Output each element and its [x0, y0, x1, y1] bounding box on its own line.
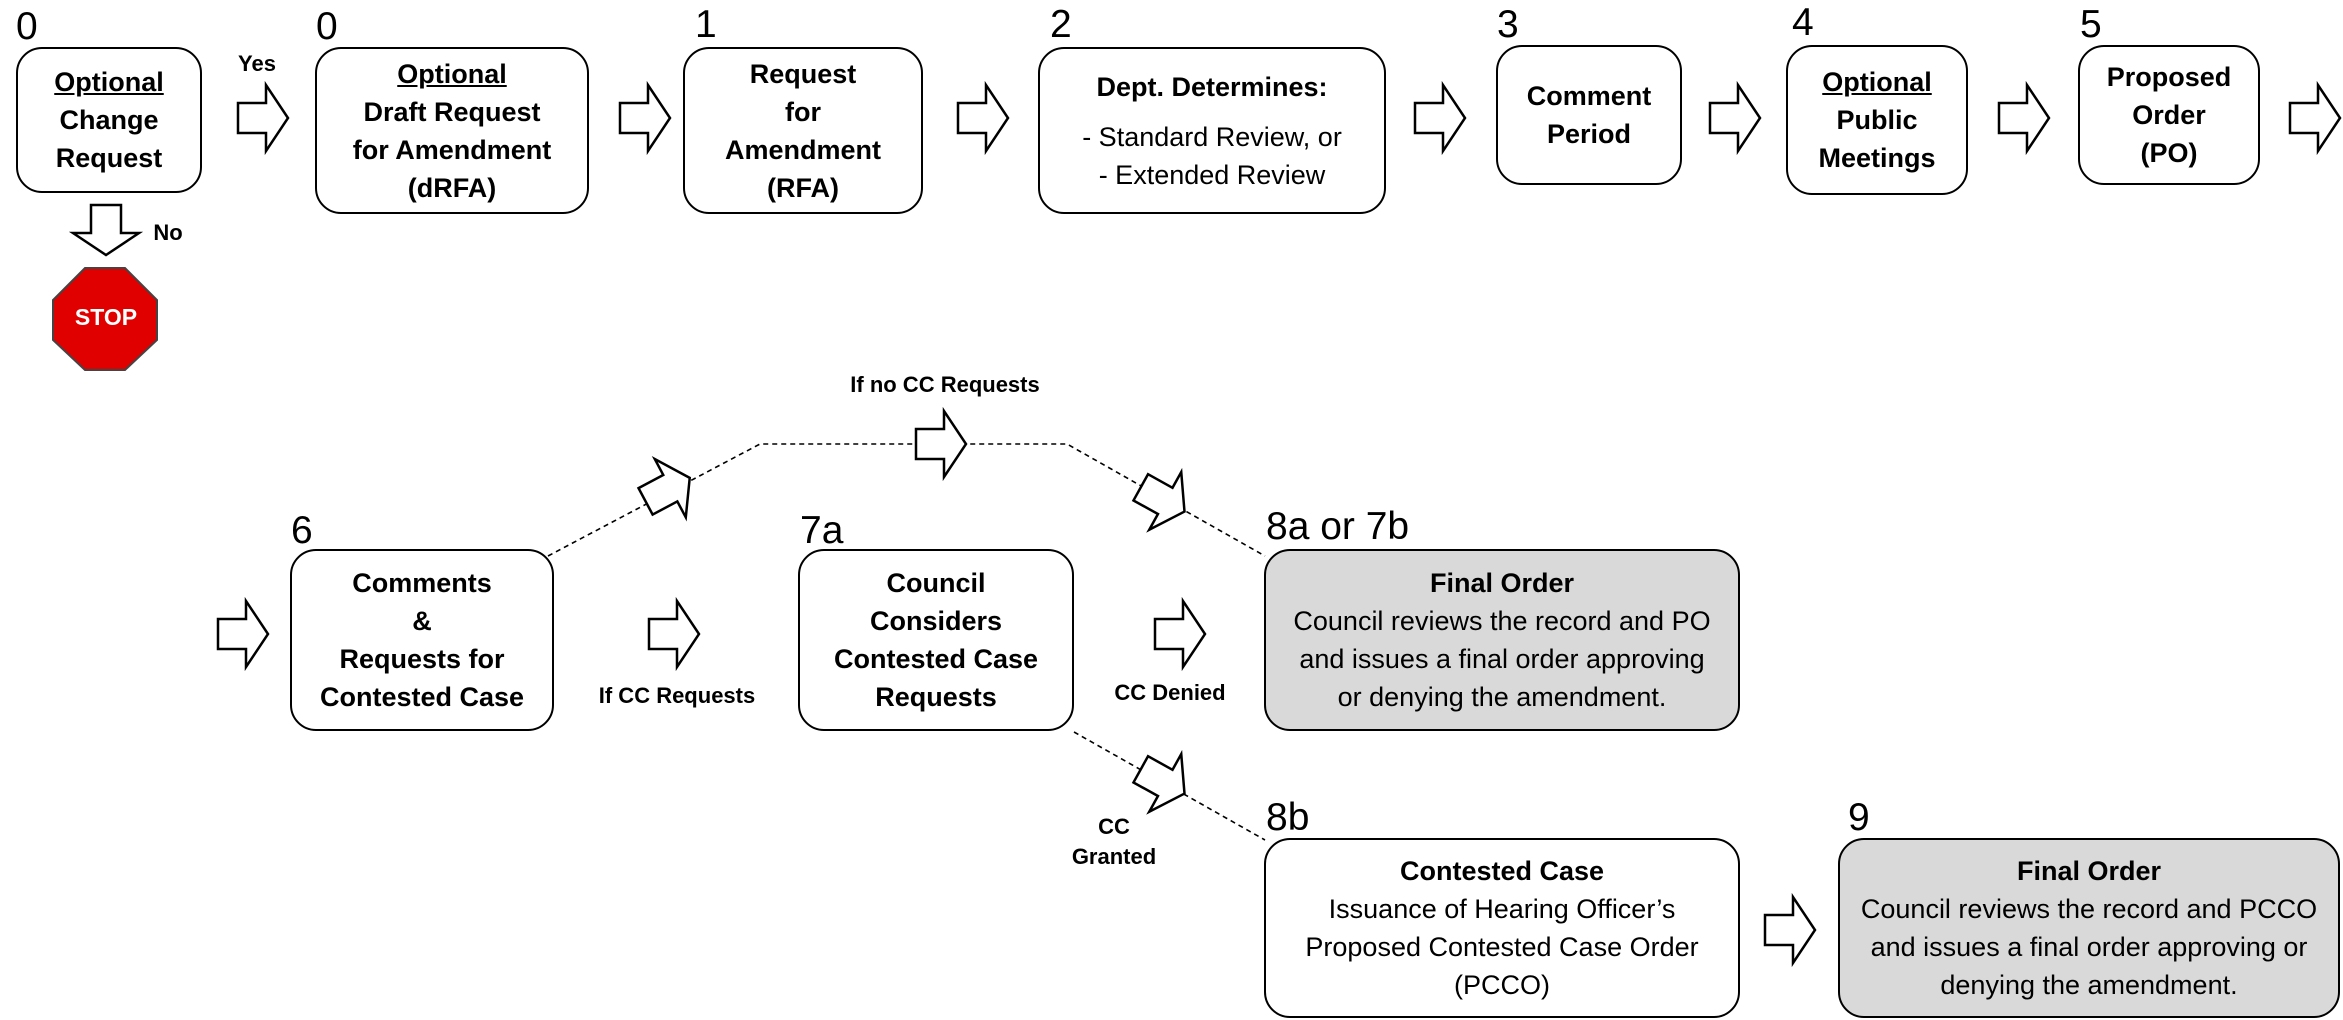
step-number: 3 — [1497, 3, 1519, 46]
step-line: & — [412, 606, 432, 636]
arrow-diagonal-down-icon — [1123, 739, 1202, 824]
arrow-right-icon — [956, 83, 1010, 153]
step-number: 8b — [1266, 796, 1310, 839]
arrow-diagonal-down-icon — [1123, 457, 1202, 542]
step-title: Dept. Determines: — [1096, 71, 1328, 102]
step-line: for Amendment — [352, 134, 552, 165]
step-line: (dRFA) — [407, 172, 497, 203]
step-line: Proposed — [2106, 62, 2232, 92]
step-box-comment-period: Comment Period — [1496, 45, 1682, 185]
step-line: Council — [886, 568, 986, 598]
step-line: Considers — [869, 606, 1003, 636]
cc-granted-label: CC Granted — [1060, 812, 1168, 872]
step-line: Optional — [397, 58, 507, 89]
step-line: Requests for — [339, 644, 505, 674]
step-line: or denying the amendment. — [1337, 682, 1667, 712]
step-line: Public — [1836, 105, 1918, 135]
arrow-down-icon — [71, 203, 141, 257]
step-title: Final Order — [2016, 856, 2162, 886]
step-number: 9 — [1848, 796, 1870, 839]
step-line: Requests — [875, 682, 997, 712]
review-option: - Standard Review, or — [1082, 121, 1342, 152]
step-line: Change — [59, 105, 159, 135]
step-line: Period — [1546, 119, 1632, 149]
step-box-contested-case: Contested Case Issuance of Hearing Offic… — [1264, 838, 1740, 1018]
step-line: Issuance of Hearing Officer’s — [1328, 894, 1676, 924]
arrow-right-icon — [2288, 83, 2342, 153]
step-box-draft-rfa: Optional Draft Request for Amendment (dR… — [315, 47, 589, 214]
cc-denied-label: CC Denied — [1114, 680, 1226, 705]
review-option: - Extended Review — [1098, 159, 1326, 190]
step-number: 6 — [291, 509, 313, 552]
step-line: Council reviews the record and PO — [1293, 606, 1711, 636]
step-line: Optional — [1822, 67, 1932, 97]
step-line: Amendment — [724, 134, 881, 165]
stop-label: STOP — [74, 304, 138, 330]
step-line: Council reviews the record and PCCO — [1860, 894, 2318, 924]
step-box-dept-determines: Dept. Determines: - Standard Review, or … — [1038, 47, 1386, 214]
arrow-right-icon — [1997, 83, 2051, 153]
cc-granted-line: Granted — [1071, 844, 1157, 869]
step-line: Meetings — [1818, 143, 1936, 173]
step-line: Comments — [352, 568, 492, 598]
step-line: Comment — [1526, 81, 1652, 111]
step-line: (PCCO) — [1454, 970, 1550, 1000]
step-number: 0 — [16, 5, 38, 48]
if-no-cc-requests-label: If no CC Requests — [850, 372, 1040, 397]
arrow-right-icon — [618, 83, 672, 153]
step-number: 1 — [695, 3, 717, 46]
cc-granted-line: CC — [1098, 814, 1130, 839]
step-line: Request — [749, 58, 857, 89]
step-number: 8a or 7b — [1266, 505, 1410, 548]
step-line: Order — [2132, 100, 2206, 130]
step-box-final-order: Final Order Council reviews the record a… — [1264, 549, 1740, 731]
step-number: 4 — [1792, 1, 1814, 44]
step-number: 7a — [800, 509, 844, 552]
no-label: No — [153, 220, 183, 245]
step-line: (PO) — [2140, 138, 2198, 168]
step-box-proposed-order: Proposed Order (PO) — [2078, 45, 2260, 185]
step-line: Proposed Contested Case Order — [1305, 932, 1699, 962]
arrow-right-icon — [1763, 895, 1817, 965]
step-number: 0 — [316, 5, 338, 48]
arrow-right-icon — [1153, 599, 1207, 669]
step-box-change-request: Optional Change Request — [16, 47, 202, 193]
step-line: denying the amendment. — [1940, 970, 2238, 1000]
step-line: and issues a final order approving — [1299, 644, 1705, 674]
arrow-right-icon — [1708, 83, 1762, 153]
step-line: Contested Case — [319, 682, 525, 712]
step-number: 2 — [1050, 3, 1072, 46]
step-line: and issues a final order approving or — [1870, 932, 2308, 962]
if-cc-requests-label: If CC Requests — [598, 683, 756, 708]
arrow-right-icon — [914, 409, 968, 479]
arrow-right-icon — [1413, 83, 1467, 153]
step-line: Request — [55, 143, 163, 173]
step-line: Contested Case — [833, 644, 1039, 674]
yes-label: Yes — [238, 51, 276, 76]
arrow-right-icon — [216, 599, 270, 669]
stop-sign-icon — [52, 267, 158, 371]
step-line: (RFA) — [767, 172, 839, 203]
step-line: Optional — [54, 67, 164, 97]
arrow-right-icon — [647, 599, 701, 669]
step-line: Draft Request — [363, 96, 541, 127]
arrow-right-icon — [236, 83, 290, 153]
step-box-comments-cc-requests: Comments & Requests for Contested Case — [290, 549, 554, 731]
step-title: Final Order — [1429, 568, 1575, 598]
step-box-council-considers: Council Considers Contested Case Request… — [798, 549, 1074, 731]
step-box-final-order-pcco: Final Order Council reviews the record a… — [1838, 838, 2340, 1018]
step-title: Contested Case — [1399, 856, 1605, 886]
step-box-rfa: Request for Amendment (RFA) — [683, 47, 923, 214]
step-number: 5 — [2080, 3, 2102, 46]
step-box-public-meetings: Optional Public Meetings — [1786, 45, 1968, 195]
arrow-diagonal-up-icon — [628, 447, 707, 532]
step-line: for — [785, 96, 821, 127]
